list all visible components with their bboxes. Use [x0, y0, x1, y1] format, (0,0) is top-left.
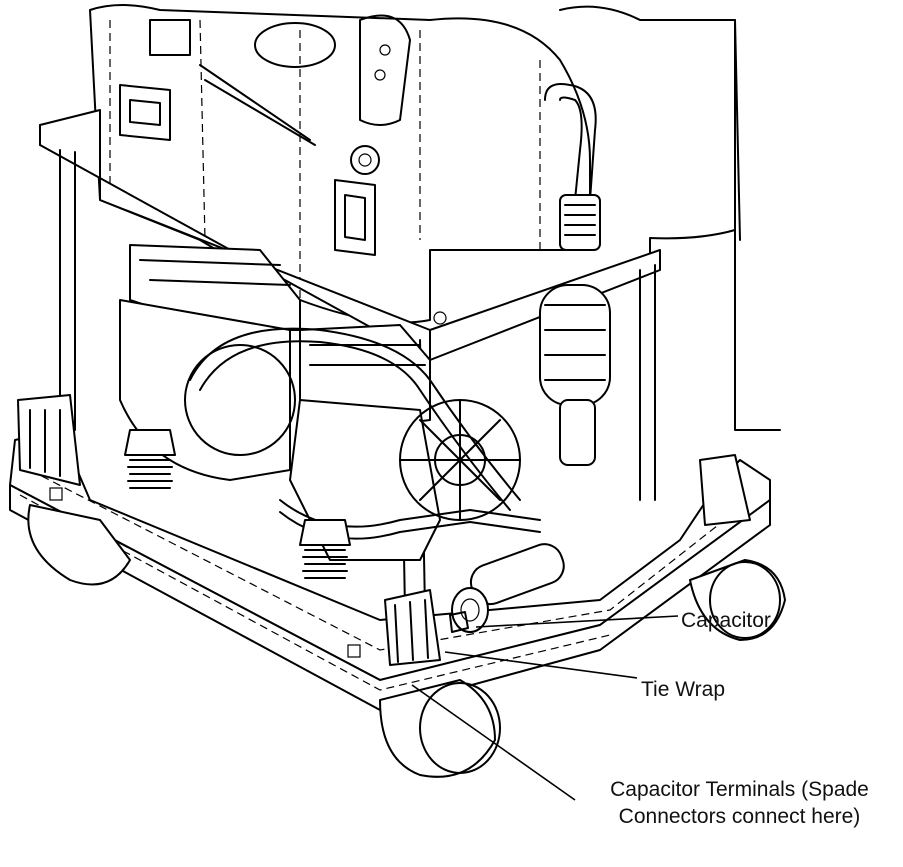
base-tray: [9, 394, 771, 711]
electronics-shelf: [39, 109, 661, 361]
leader-capacitor-terminals: [411, 684, 576, 801]
isolator-springs: [124, 429, 351, 579]
casters: [27, 504, 786, 778]
callout-tie-wrap: Tie Wrap: [641, 678, 726, 701]
callout-capacitor-terminals-line1: Capacitor Terminals (Spade: [610, 778, 869, 801]
capacitor: [449, 543, 565, 633]
hose-and-filter: [539, 83, 611, 466]
callout-capacitor: Capacitor: [681, 609, 771, 632]
leader-capacitor: [475, 615, 679, 628]
leader-tie-wrap: [444, 651, 638, 679]
compressor: [119, 244, 541, 561]
callout-capacitor-terminals-line2: Connectors connect here): [618, 805, 861, 828]
rear-tank: [559, 5, 781, 431]
callout-capacitor-terminals: Capacitor Terminals (Spade Connectors co…: [576, 776, 903, 830]
